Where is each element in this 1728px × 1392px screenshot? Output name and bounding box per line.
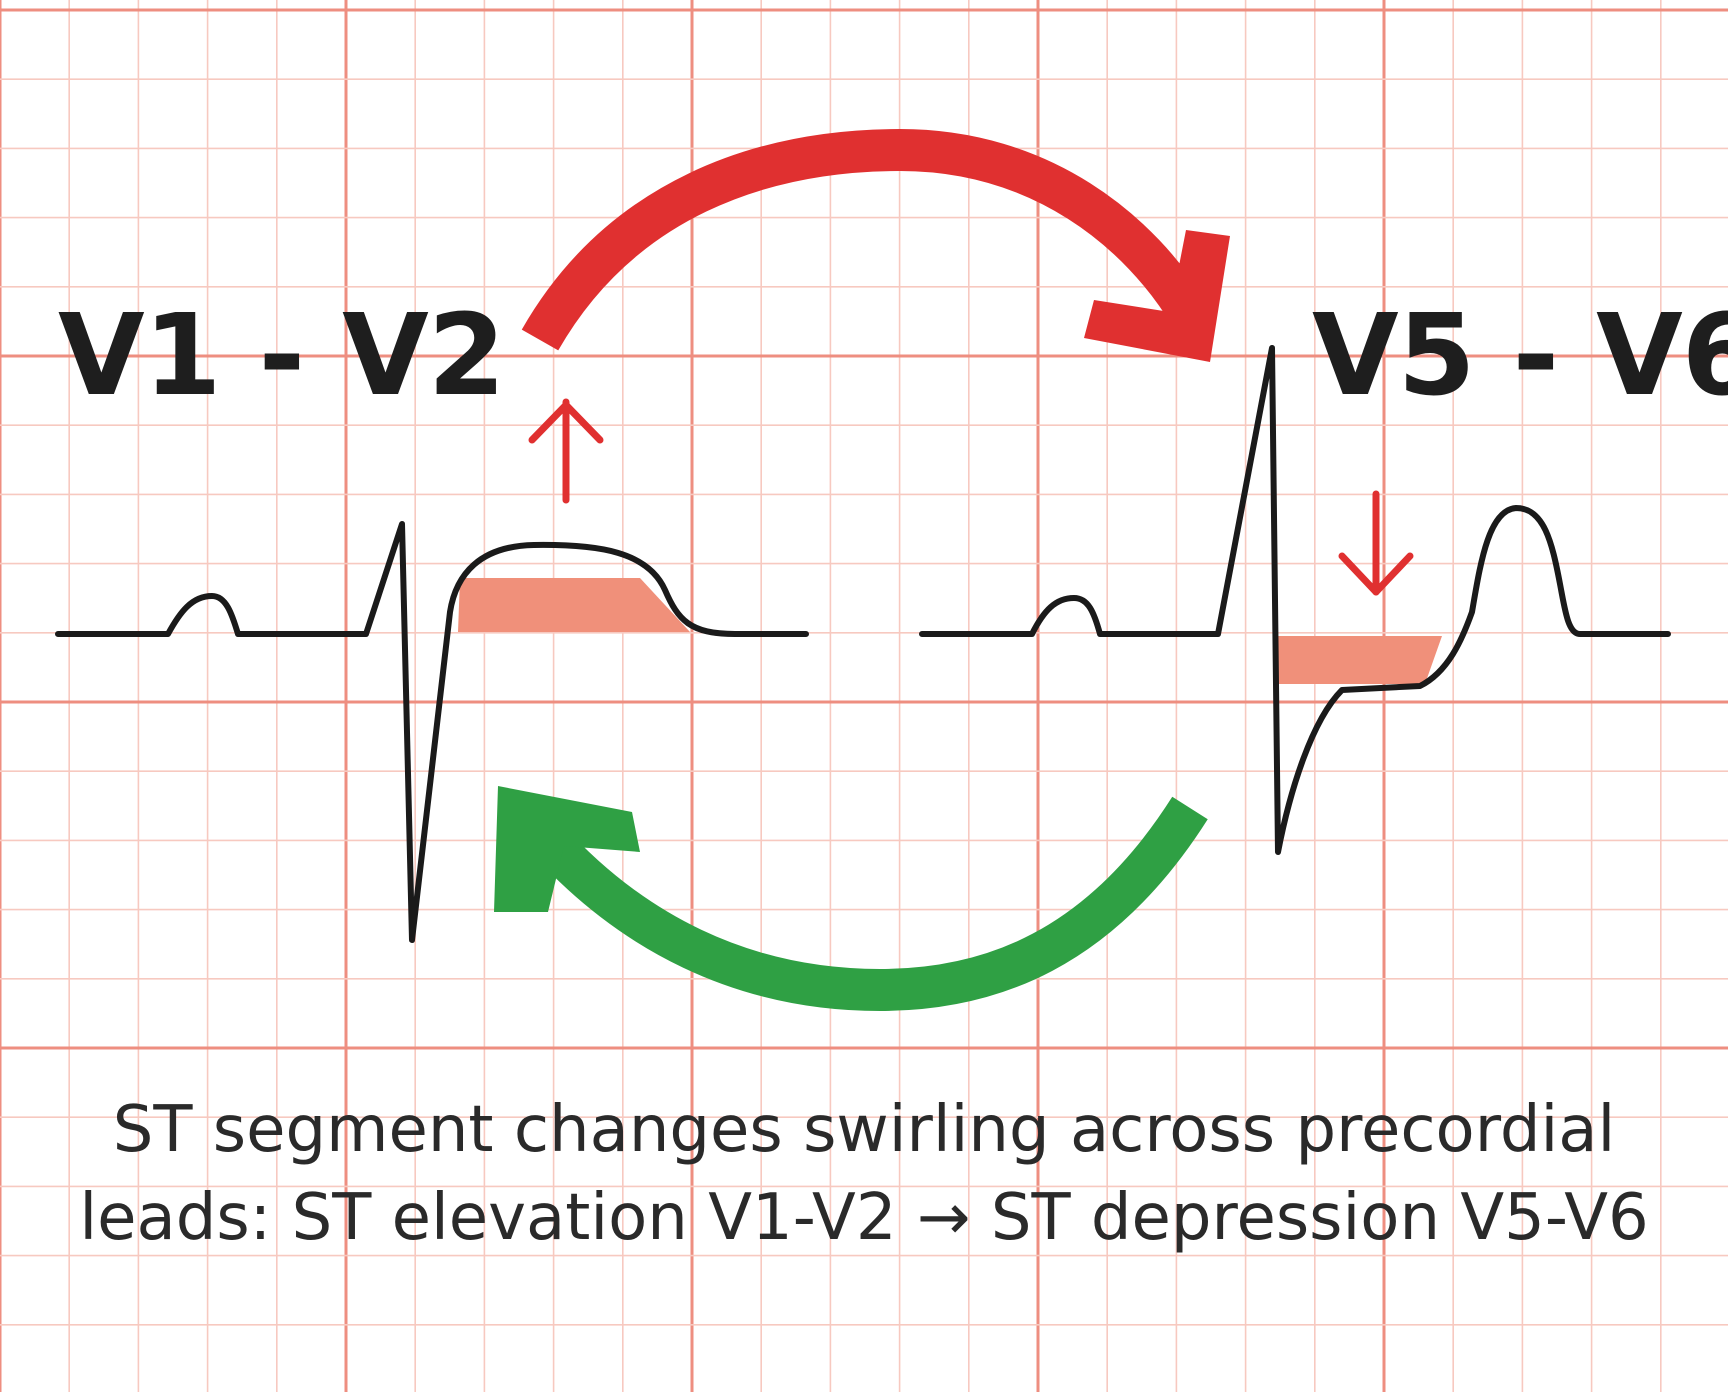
curved-arrow-right-icon: [521, 128, 1230, 362]
ecg-trace-v1-v2: [55, 521, 809, 943]
caption-line-2: leads: ST elevation V1-V2 → ST depressio…: [79, 1181, 1649, 1255]
lead-label-v5-v6: V5 - V6: [1312, 291, 1728, 421]
lead-label-v1-v2: V1 - V2: [58, 291, 506, 421]
ecg-trace-v5-v6: [919, 345, 1671, 855]
st-depression-fill: [1278, 636, 1442, 684]
arrow-down-icon: [1338, 490, 1414, 596]
arrow-up-icon: [528, 398, 604, 504]
curved-arrow-left-icon: [494, 786, 1208, 1012]
st-elevation-fill: [458, 578, 690, 632]
caption-line-1: ST segment changes swirling across preco…: [112, 1093, 1616, 1167]
